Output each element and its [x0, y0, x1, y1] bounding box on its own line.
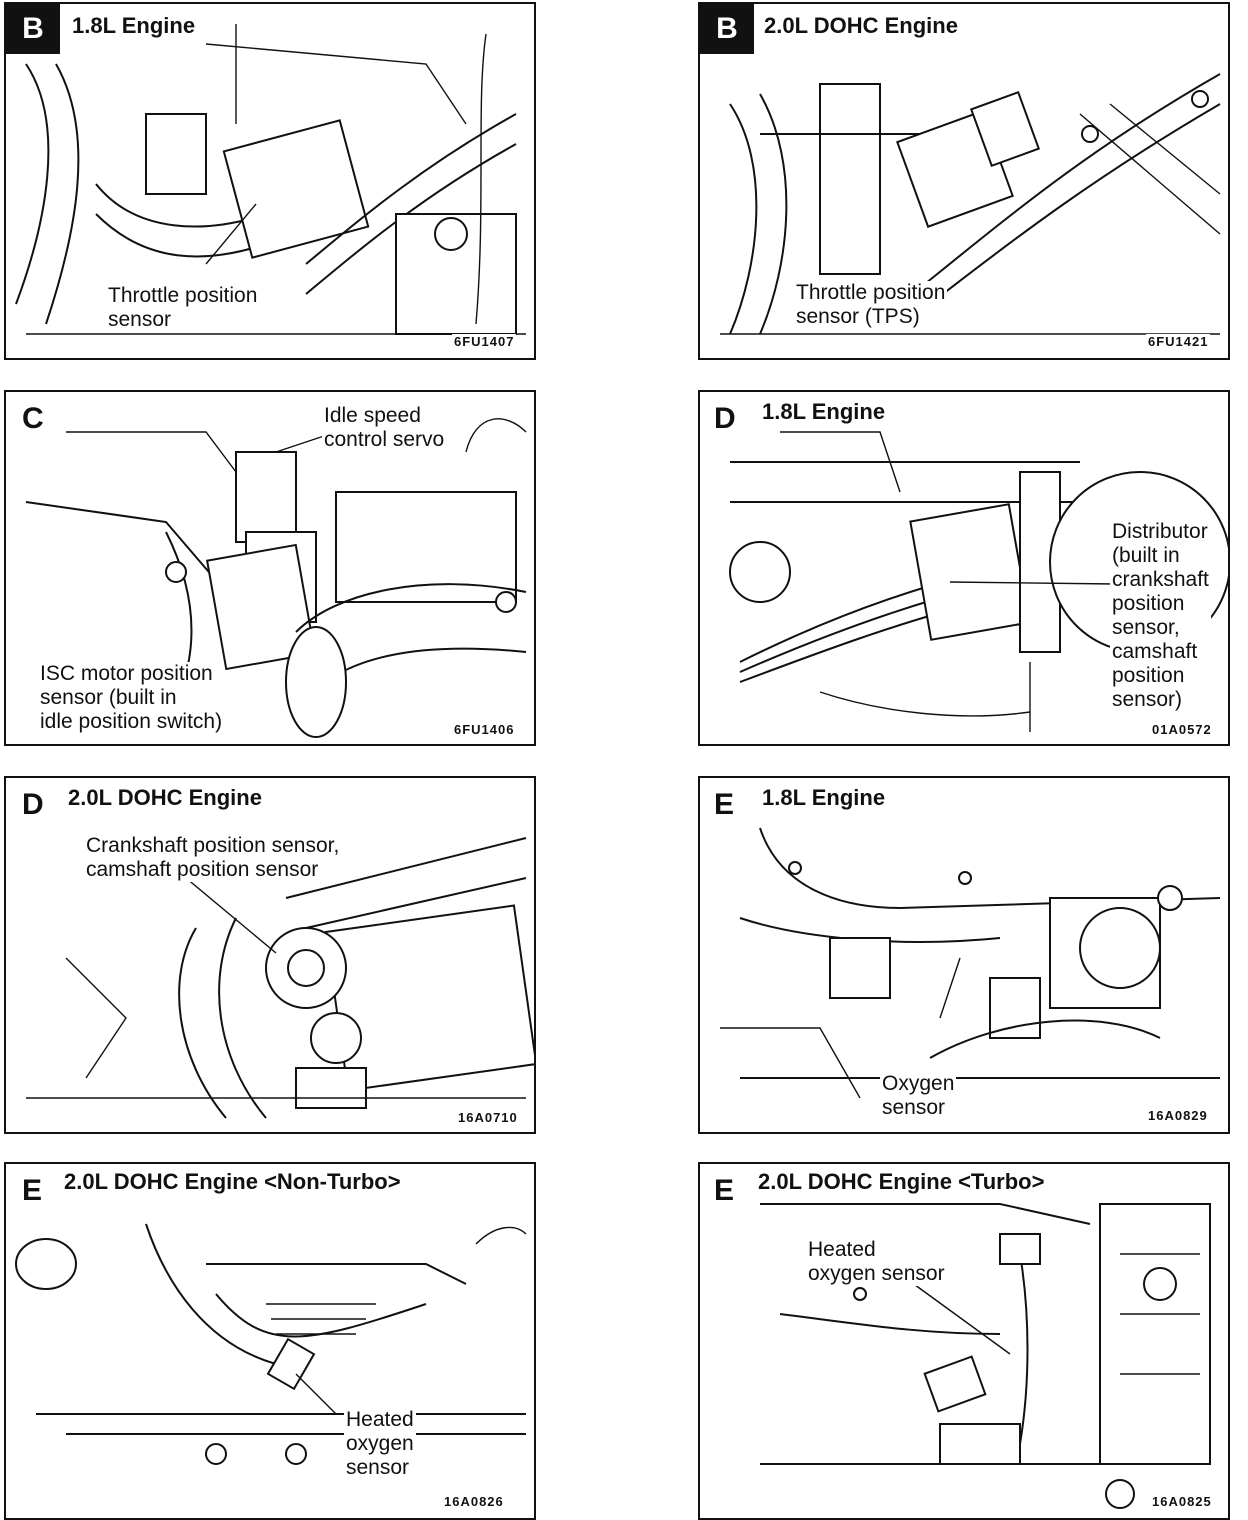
- figure-code: 16A0710: [456, 1110, 520, 1125]
- engine-illustration: [720, 827, 1221, 1099]
- callout-label-secondary: ISC motor position sensor (built in idle…: [38, 662, 225, 734]
- section-letter: D: [714, 402, 736, 435]
- callout-label: Idle speed control servo: [322, 404, 447, 452]
- figure-code: 16A0829: [1146, 1108, 1210, 1123]
- callout-label: Heated oxygen sensor: [344, 1408, 416, 1480]
- figure-code: 6FU1421: [1146, 334, 1211, 349]
- figure-code: 16A0825: [1150, 1494, 1214, 1509]
- callout-label: Oxygen sensor: [880, 1072, 957, 1120]
- panel-b-20l: B 2.0L DOHC Engine Throttle position sen…: [698, 2, 1230, 360]
- panel-d-18l: D 1.8L Engine Distributor (built in cran…: [698, 390, 1230, 746]
- section-letter: D: [22, 788, 44, 821]
- panel-c: C Idle speed control servo ISC motor pos…: [4, 390, 536, 746]
- section-letter: B: [700, 4, 754, 54]
- panel-b-18l: B 1.8L Engine Throttle position sensor 6…: [4, 2, 536, 360]
- panel-e-20l-non-turbo: E 2.0L DOHC Engine <Non-Turbo> Heated ox…: [4, 1162, 536, 1520]
- figure-code: 01A0572: [1150, 722, 1214, 737]
- panel-title: 2.0L DOHC Engine: [760, 13, 962, 39]
- panel-title: 1.8L Engine: [68, 13, 200, 39]
- engine-illustration: [760, 1203, 1211, 1509]
- callout-label: Heated oxygen sensor: [806, 1238, 947, 1286]
- panel-e-20l-turbo: E 2.0L DOHC Engine <Turbo> Heated oxygen…: [698, 1162, 1230, 1520]
- section-letter: E: [714, 1174, 735, 1207]
- section-letter: E: [714, 788, 735, 821]
- engine-illustration: [25, 418, 527, 738]
- engine-illustration: [15, 24, 526, 335]
- figure-code: 6FU1407: [452, 334, 517, 349]
- panel-title: 2.0L DOHC Engine: [64, 785, 266, 811]
- panel-d-20l: D 2.0L DOHC Engine Crankshaft position s…: [4, 776, 536, 1134]
- callout-label: Throttle position sensor (TPS): [794, 281, 948, 329]
- callout-label: Crankshaft position sensor, camshaft pos…: [84, 834, 342, 882]
- section-letter: C: [22, 402, 44, 435]
- panel-title: 2.0L DOHC Engine <Turbo>: [754, 1169, 1049, 1195]
- panel-title: 1.8L Engine: [758, 399, 890, 425]
- engine-illustration: [720, 73, 1221, 335]
- engine-illustration: [15, 1223, 527, 1465]
- panel-title: 2.0L DOHC Engine <Non-Turbo>: [60, 1169, 405, 1195]
- section-letter: E: [22, 1174, 43, 1207]
- engine-illustration: [26, 837, 534, 1119]
- callout-label: Distributor (built in crankshaft positio…: [1110, 520, 1211, 712]
- figure-code: 6FU1406: [452, 722, 517, 737]
- panel-e-18l: E 1.8L Engine Oxygen sensor 16A0829: [698, 776, 1230, 1134]
- section-letter: B: [6, 4, 60, 54]
- figure-code: 16A0826: [442, 1494, 506, 1509]
- callout-label: Throttle position sensor: [106, 284, 260, 332]
- panel-title: 1.8L Engine: [758, 785, 890, 811]
